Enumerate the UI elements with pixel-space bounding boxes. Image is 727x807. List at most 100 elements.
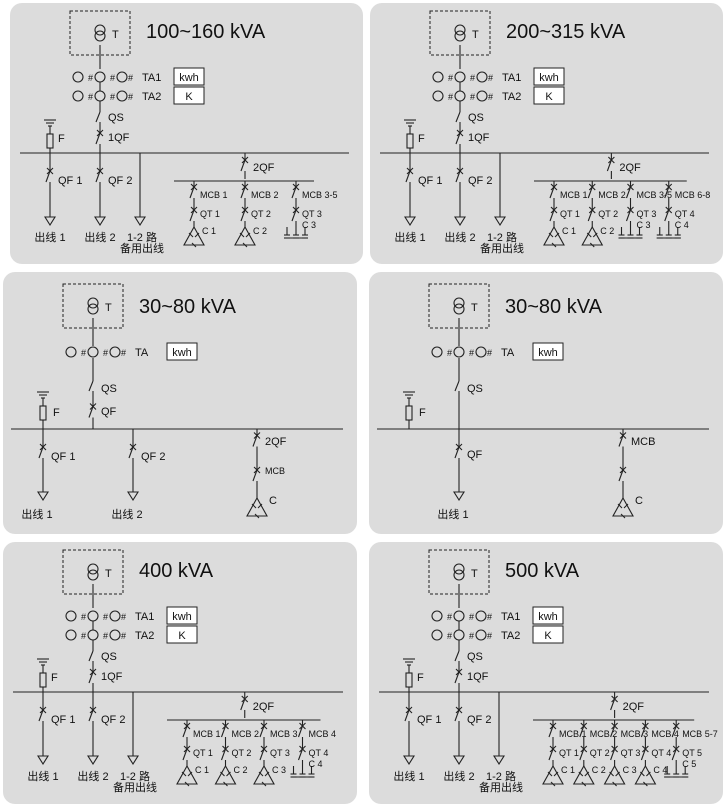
ct-circle [475, 610, 487, 622]
transformer-box [428, 549, 490, 595]
feeder-arrow-icon [127, 491, 139, 502]
breaker-icon [549, 181, 558, 205]
transformer-box [62, 549, 124, 595]
switch-blade [88, 650, 94, 662]
capacitor-plate [251, 503, 257, 509]
capacitor-plate [620, 513, 626, 519]
feeder-switch-label: QF 1 [417, 714, 441, 726]
ct-circle [72, 90, 84, 102]
meter-label: kwh [539, 72, 559, 84]
breaker-x [292, 206, 300, 214]
breaker-blade [88, 709, 94, 722]
ct-circle [116, 90, 128, 102]
qt-label: QT 4 [675, 209, 695, 219]
transformer-icon [87, 563, 99, 581]
meter-box [166, 625, 198, 644]
feeder-label: 1-2 路 [120, 770, 150, 783]
breaker-blade [128, 446, 134, 459]
breaker-x [619, 466, 627, 474]
capacitor-plate [612, 781, 617, 787]
ct-circle [431, 346, 443, 358]
mcb-label: MCB 4 [651, 729, 679, 739]
feeder-label: 出线 1 [437, 507, 468, 521]
breaker-icon [455, 125, 464, 153]
ct-circle [454, 90, 466, 102]
breaker-icon [671, 720, 680, 744]
ct-label: TA1 [502, 72, 521, 84]
transformer-label: T [112, 29, 119, 41]
breaker-blade [587, 186, 593, 199]
ct-hash: # [469, 631, 474, 641]
breaker-icon [610, 744, 618, 766]
arrester-icon [44, 119, 56, 153]
switch-blade [454, 380, 460, 392]
capacitor-plate [220, 771, 225, 777]
ct-hash: # [128, 92, 133, 102]
mcb-label: MCB 3 [270, 729, 298, 739]
meter-box [532, 625, 564, 644]
ct-label: TA2 [135, 630, 154, 642]
breaker-blade [549, 186, 555, 199]
capacitor-plate [609, 771, 614, 777]
breaker-blade [579, 748, 585, 761]
cap-breaker-label: 2QF [253, 162, 275, 174]
feeder-label: 出线 2 [444, 230, 475, 244]
breaker-x [253, 466, 261, 474]
capacitor-plate [640, 771, 645, 777]
arrester-body [405, 672, 413, 688]
breaker-blade [405, 170, 411, 183]
breaker-icon [291, 205, 300, 227]
feeder-arrow-icon [453, 491, 465, 502]
breaker-x [665, 183, 673, 191]
capacitor-plate [547, 771, 553, 777]
switch-icon [88, 376, 94, 396]
feeder-switch-label: QF 1 [51, 714, 75, 726]
ct-hash: # [103, 612, 108, 622]
breaker-icon [240, 692, 249, 718]
transformer-coil [454, 30, 466, 42]
feeder-arrow-icon [37, 491, 49, 502]
capacitor-triangle-icon [634, 764, 657, 787]
arrester-label: F [53, 407, 60, 419]
switch-label: QS [101, 383, 117, 395]
breaker-blade [240, 159, 246, 172]
breaker-x [39, 443, 47, 451]
feeder-switch-label: QF 2 [467, 714, 491, 726]
mcb-label: MCB 1 [559, 729, 587, 739]
transformer-coil [453, 297, 465, 309]
qt-label: QT 2 [598, 209, 618, 219]
breaker-x [550, 206, 558, 214]
breaker-icon [240, 205, 249, 227]
ct-hash: # [88, 92, 93, 102]
transformer-box [428, 283, 490, 329]
cap-breaker-label: 2QF [253, 701, 275, 713]
feeder-label: 出线 2 [443, 769, 474, 783]
capacitor-triangle [572, 764, 595, 785]
feeder-label: 出线 1 [393, 769, 424, 783]
breaker-icon [618, 429, 627, 454]
capacitor-label: C 2 [600, 226, 614, 236]
capacitor-label: C 3 [623, 765, 637, 775]
meter-box [532, 342, 564, 361]
breaker-icon [38, 429, 47, 477]
switch-label: QS [468, 112, 484, 124]
qt-label: QT 3 [270, 748, 290, 758]
ct-hash: # [88, 73, 93, 83]
capacitor-triangle [246, 496, 268, 517]
breaker-icon [664, 181, 673, 205]
capacitor-label: C 2 [253, 226, 267, 236]
transformer-coil [94, 30, 106, 42]
breaker-x [456, 167, 464, 175]
breaker-icon [548, 744, 557, 766]
breaker-blade [252, 469, 258, 482]
switch-label: QS [101, 651, 117, 663]
capacitor-triangle-icon [246, 496, 268, 519]
transformer-label: T [105, 568, 112, 580]
capacitor-triangle-icon [176, 764, 198, 787]
transformer-label: T [105, 302, 112, 314]
breaker-icon [548, 720, 557, 744]
capacitor-plate [554, 232, 560, 238]
mcb-label: MCB 5-7 [682, 729, 718, 739]
breaker-x [580, 722, 588, 730]
ct-circle [432, 90, 444, 102]
